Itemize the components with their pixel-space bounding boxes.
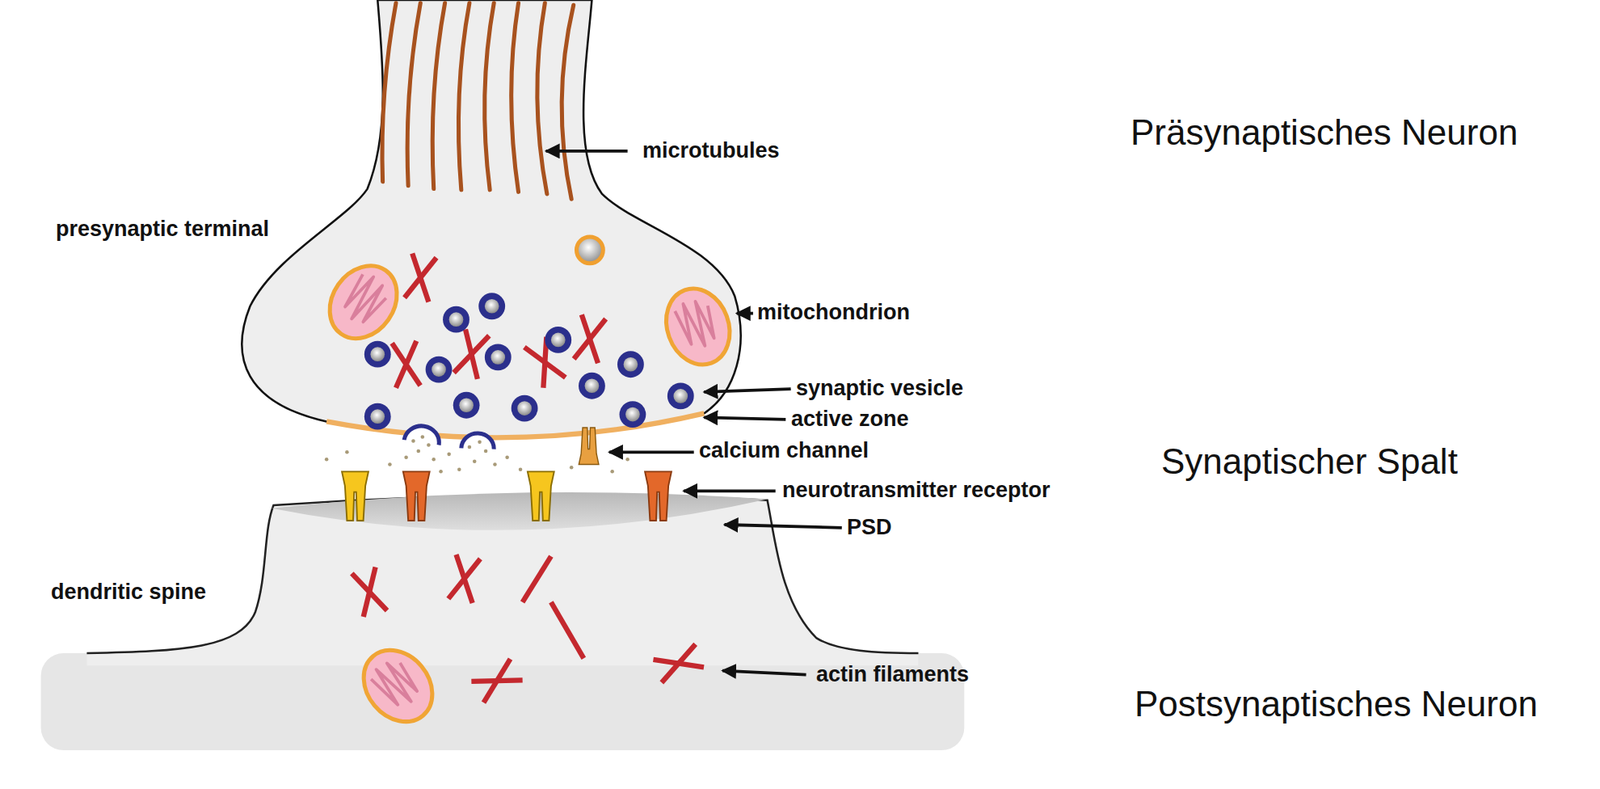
neurotransmitter-dot (505, 454, 510, 459)
part-label: actin filaments (816, 661, 969, 687)
neurotransmitter-dot (446, 452, 451, 457)
neurotransmitter-dot (610, 469, 615, 474)
neurotransmitter-dot (416, 449, 422, 454)
microtubule (511, 3, 519, 193)
actin-filament (471, 658, 523, 703)
synaptic-vesicle (578, 372, 606, 400)
leader-arrow (724, 524, 843, 528)
microtubule (458, 3, 469, 190)
synaptic-vesicle (617, 350, 645, 378)
neurotransmitter-dot (324, 457, 329, 462)
part-label: active zone (791, 406, 910, 432)
microtubule (407, 3, 421, 186)
neurotransmitter-dot (404, 454, 409, 459)
actin-filament (404, 252, 437, 302)
region-label: Synaptischer Spalt (1161, 441, 1458, 483)
neurotransmitter-dot (467, 445, 472, 450)
neurotransmitter-dot (345, 450, 350, 455)
microtubule (537, 3, 548, 194)
part-label: neurotransmitter receptor (782, 477, 1051, 503)
region-label: Präsynaptisches Neuron (1130, 112, 1518, 154)
receptor-yellow (341, 471, 369, 521)
neurotransmitter-dot (411, 438, 416, 443)
neurotransmitter-dot (457, 467, 462, 472)
leader-arrow (722, 670, 807, 675)
part-label: calcium channel (698, 437, 869, 464)
region-label: Postsynaptisches Neuron (1134, 683, 1538, 725)
synaptic-vesicle (484, 344, 512, 371)
neurotransmitter-dot (625, 457, 630, 462)
mitochondrion (656, 279, 741, 374)
actin-filament (448, 554, 480, 603)
microtubule (561, 4, 574, 199)
actin-filament (454, 328, 490, 379)
neurotransmitter-dot (484, 449, 489, 454)
neurotransmitter-dot (569, 465, 574, 470)
part-label: microtubules (642, 138, 780, 164)
neurotransmitter-dot (472, 458, 477, 464)
part-label: PSD (846, 514, 893, 540)
actin-filament (652, 644, 704, 683)
calcium-channel (578, 427, 599, 464)
actin-filament (573, 314, 606, 363)
neurotransmitter-dot (492, 462, 497, 467)
actin-filament (351, 567, 388, 618)
leader-arrow (683, 488, 776, 493)
part-label: synaptic vesicle (795, 375, 964, 401)
neurotransmitter-dot (438, 469, 443, 474)
synaptic-vesicle (364, 403, 392, 430)
neurotransmitter-dot (518, 467, 523, 472)
actin-strand (551, 602, 584, 658)
part-label: dendritic spine (50, 579, 207, 605)
synaptic-vesicle (478, 292, 506, 320)
mitochondrion (349, 635, 447, 735)
synaptic-vesicle (544, 326, 572, 354)
synaptic-vesicle (453, 391, 480, 419)
actin-filament (391, 341, 421, 388)
neurotransmitter-dot (387, 462, 392, 467)
synaptic-vesicle (511, 395, 539, 422)
leader-arrow (703, 416, 786, 420)
leader-arrow (736, 311, 754, 316)
receptor-orange (403, 471, 430, 521)
synaptic-vesicle (667, 382, 695, 409)
fusing-vesicle (404, 425, 439, 446)
neurotransmitter-dot (477, 439, 482, 444)
part-label: mitochondrion (757, 299, 910, 325)
fusing-vesicle (461, 433, 494, 450)
receptor-orange (644, 471, 672, 521)
neurotransmitter-dot (426, 442, 431, 447)
actin-strand (522, 555, 552, 603)
receptor-yellow (527, 471, 555, 521)
dense-core-vesicle (576, 236, 603, 264)
synaptic-vesicle (442, 306, 470, 333)
synaptic-vesicle (619, 400, 647, 428)
leader-arrow (703, 388, 791, 392)
leader-arrow (609, 450, 695, 454)
part-label: presynaptic terminal (55, 216, 270, 242)
microtubule (432, 3, 445, 190)
synaptic-vesicle (364, 341, 392, 368)
synaptic-vesicle (425, 356, 453, 384)
presynaptic-terminal-outline (241, 0, 741, 438)
neurotransmitter-dot (421, 434, 426, 439)
microtubule (484, 3, 495, 190)
microtubule (382, 3, 396, 182)
mitochondrion (315, 252, 411, 352)
leader-arrow (546, 149, 628, 153)
neurotransmitter-dot (431, 457, 436, 462)
